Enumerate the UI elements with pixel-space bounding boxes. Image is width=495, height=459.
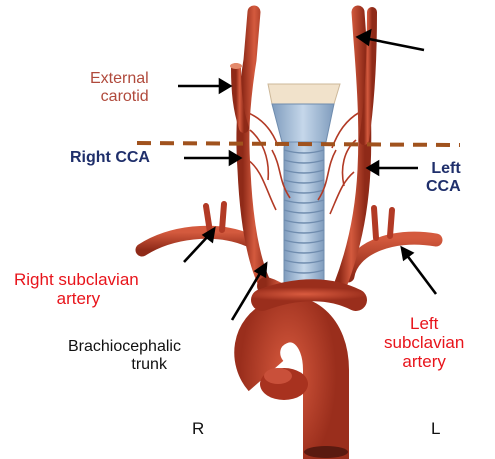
external-carotid-cut-end [230,63,242,69]
label-left-cca: Left CCA [426,160,461,196]
arrow-left-subclavian [406,254,436,294]
left-subclavian-artery [348,238,436,276]
label-right-side: R [192,419,204,438]
right-subclavian-artery [142,232,248,250]
dashed-reference-line [137,143,460,145]
label-brachiocephalic: Brachiocephalic trunk [68,338,181,374]
right-subclavian-branch-2 [222,204,224,230]
trachea [268,84,340,288]
label-left-side: L [431,419,440,438]
label-right-subclavian: Right subclavian artery [14,270,139,308]
left-common-carotid [340,12,365,286]
left-subclavian-branch-2 [390,210,392,236]
label-external-carotid: External carotid [90,70,149,106]
label-left-subclavian: Left subclavian artery [384,314,464,371]
arrow-left-subclavian-head [402,248,412,259]
aortic-arch [257,290,356,459]
label-right-cca: Right CCA [70,149,150,167]
right-subclavian-branch-1 [206,206,210,232]
aorta-cut-end [304,446,348,458]
left-subclavian-branch-1 [374,208,376,238]
arrow-external-carotid-head [220,80,230,92]
